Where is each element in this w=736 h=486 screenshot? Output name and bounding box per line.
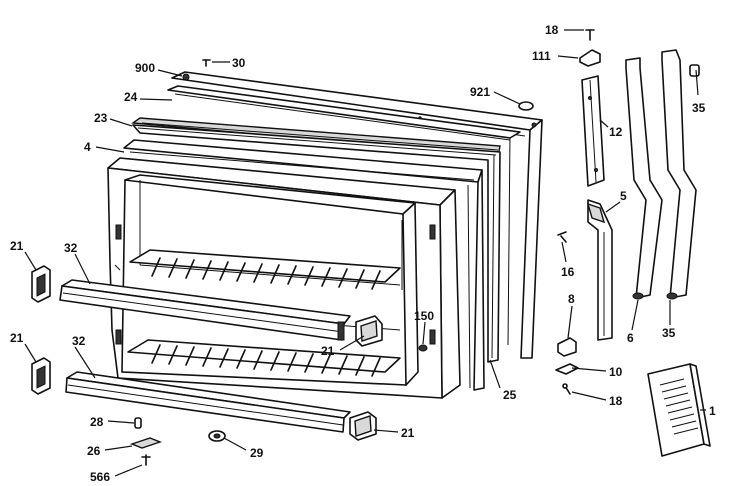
callout-18-bottom: 18 [609, 394, 623, 408]
plug-28 [134, 417, 142, 429]
handle-35 [661, 49, 697, 300]
clip-10 [555, 363, 579, 375]
callout-150: 150 [414, 309, 434, 323]
callout-6: 6 [627, 331, 634, 345]
callout-23: 23 [94, 111, 108, 125]
door-gasket [131, 117, 501, 363]
screw-18-bottom [562, 383, 571, 395]
bracket-8 [557, 337, 577, 357]
lower-shelf-bar [65, 371, 351, 433]
end-cap-left-upper [31, 265, 51, 303]
callout-900: 900 [135, 61, 155, 75]
callout-111: 111 [532, 49, 551, 63]
upper-shelf-bar [59, 279, 351, 341]
screw-30 [202, 59, 211, 67]
callout-12: 12 [609, 125, 623, 139]
plug-921 [518, 101, 534, 111]
end-cap-right-upper [355, 315, 383, 347]
lower-shelf [127, 339, 401, 377]
callout-18-top: 18 [545, 23, 559, 37]
callout-21-center: 21 [321, 344, 335, 358]
upper-shelf [129, 249, 401, 290]
breaker-frame [123, 139, 485, 391]
callout-566: 566 [90, 470, 110, 484]
callout-30: 30 [232, 56, 246, 70]
screw-566 [141, 454, 151, 466]
callout-1: 1 [709, 404, 716, 418]
callout-16: 16 [561, 265, 575, 279]
callout-10: 10 [609, 365, 623, 379]
instruction-booklet [647, 363, 711, 457]
callout-26: 26 [87, 444, 101, 458]
end-cap-right-lower [349, 411, 377, 441]
handle-6 [625, 57, 663, 300]
callout-28: 28 [90, 415, 104, 429]
callout-21-bottom: 21 [401, 426, 415, 440]
callout-32-lower: 32 [72, 334, 86, 348]
callout-5: 5 [620, 189, 627, 203]
callout-32-upper: 32 [64, 241, 78, 255]
callout-24: 24 [124, 90, 138, 104]
callout-29: 29 [250, 446, 264, 460]
callout-35-bottom: 35 [662, 326, 676, 340]
callout-35-top: 35 [692, 101, 706, 115]
callout-21-left-lower: 21 [10, 331, 24, 345]
callout-4: 4 [84, 140, 91, 154]
washer-29 [208, 430, 226, 442]
callout-921: 921 [470, 85, 490, 99]
handle-5 [586, 199, 613, 341]
hinge-26 [129, 437, 163, 449]
callout-21-left-upper: 21 [10, 239, 24, 253]
screw-16 [557, 231, 567, 243]
panel-liner [167, 85, 521, 141]
plug-150 [418, 344, 428, 352]
callout-25: 25 [503, 388, 517, 402]
hinge-cap-111 [579, 49, 601, 67]
handle-12 [581, 75, 605, 187]
cap-35 [689, 64, 700, 77]
leader-lines [24, 29, 706, 477]
end-cap-left-lower [31, 357, 51, 395]
callout-8: 8 [568, 292, 575, 306]
screw-18-top [585, 29, 595, 41]
